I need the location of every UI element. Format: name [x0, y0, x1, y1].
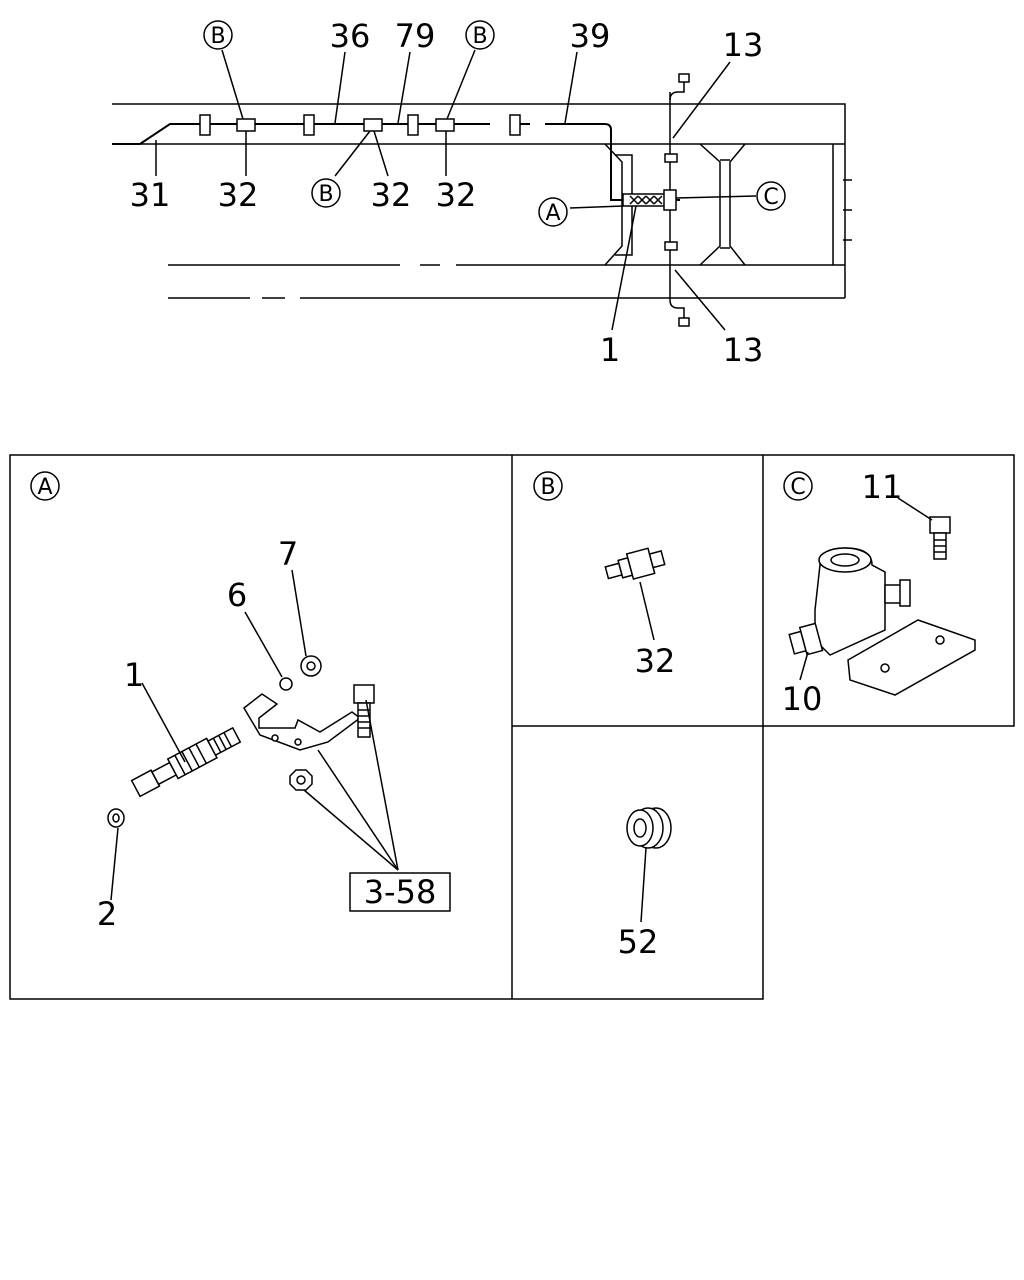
ref-circle-a: A: [538, 197, 568, 227]
svg-text:C: C: [790, 475, 805, 500]
svg-text:B: B: [540, 475, 555, 500]
sensor-unit-1: [622, 193, 670, 207]
panel-a-ref: A: [30, 471, 60, 501]
panel-b: B 32: [533, 471, 676, 680]
callout-7: 7: [278, 535, 298, 573]
clip-upper: [664, 153, 678, 163]
svg-text:A: A: [545, 201, 560, 226]
callout-52: 52: [618, 923, 659, 961]
lock-washer-6: [279, 677, 293, 691]
callout-13-top: 13: [723, 26, 764, 64]
harness-line: [112, 73, 690, 327]
callout-31: 31: [130, 176, 171, 214]
callout-79: 79: [395, 17, 436, 55]
bracket-hole: [271, 734, 279, 742]
callout-39: 39: [570, 17, 611, 55]
nut-7: [300, 655, 322, 677]
clip-32: [435, 118, 455, 132]
panel-d: 52: [618, 807, 672, 961]
callout-11: 11: [862, 468, 903, 506]
callout-32-b: 32: [371, 176, 412, 214]
callout-6: 6: [227, 576, 247, 614]
detail-grid-borders: [9, 454, 1015, 1000]
clip-32: [236, 118, 256, 132]
panel-b-ref: B: [533, 471, 563, 501]
clip: [199, 114, 211, 136]
tee-joint: [663, 189, 677, 211]
clip: [407, 114, 419, 136]
ref-box-3-58-text: 3-58: [364, 873, 437, 911]
ref-circle-b1: B: [203, 20, 233, 50]
ref-box-3-58: [349, 872, 451, 912]
clip: [303, 114, 315, 136]
nut: [289, 769, 313, 791]
callout-2: 2: [97, 895, 117, 933]
speed-sensor-1: [130, 726, 242, 798]
svg-text:A: A: [37, 475, 52, 500]
svg-text:B: B: [318, 182, 333, 207]
clip-32: [363, 118, 383, 132]
panel-c-ref: C: [783, 471, 813, 501]
panel-a: A: [30, 471, 451, 933]
bolt-head: [353, 684, 375, 704]
bracket-hole: [294, 738, 302, 746]
clip-lower: [664, 241, 678, 251]
connector-32: [604, 547, 666, 580]
bracket: [243, 693, 362, 751]
ref-circle-c: C: [756, 181, 786, 211]
ref-circle-b3: B: [311, 178, 341, 208]
panel-c: C 11 10: [782, 468, 976, 718]
leader-lines: [155, 49, 757, 331]
callout-32: 32: [635, 642, 676, 680]
callout-1: 1: [600, 331, 620, 369]
grommet-52: [626, 807, 672, 849]
svg-text:C: C: [763, 185, 778, 210]
callout-36: 36: [330, 17, 371, 55]
clip: [509, 114, 521, 136]
svg-text:B: B: [210, 24, 225, 49]
callout-32-c: 32: [436, 176, 477, 214]
connector-top: [678, 73, 690, 83]
connector-bottom: [678, 317, 690, 327]
bolt-11-head: [929, 516, 951, 534]
ref-circle-b2: B: [465, 20, 495, 50]
valve-body-10: [788, 547, 976, 696]
washer-2: [107, 808, 125, 828]
frame-rails: [112, 103, 852, 299]
callout-32-a: 32: [218, 176, 259, 214]
callout-10: 10: [782, 680, 823, 718]
overview-diagram: B B B A C 36 79 39 13 31 32 32 32 1 13: [112, 17, 852, 369]
callout-1: 1: [124, 656, 144, 694]
callout-13-bottom: 13: [723, 331, 764, 369]
svg-text:B: B: [472, 24, 487, 49]
